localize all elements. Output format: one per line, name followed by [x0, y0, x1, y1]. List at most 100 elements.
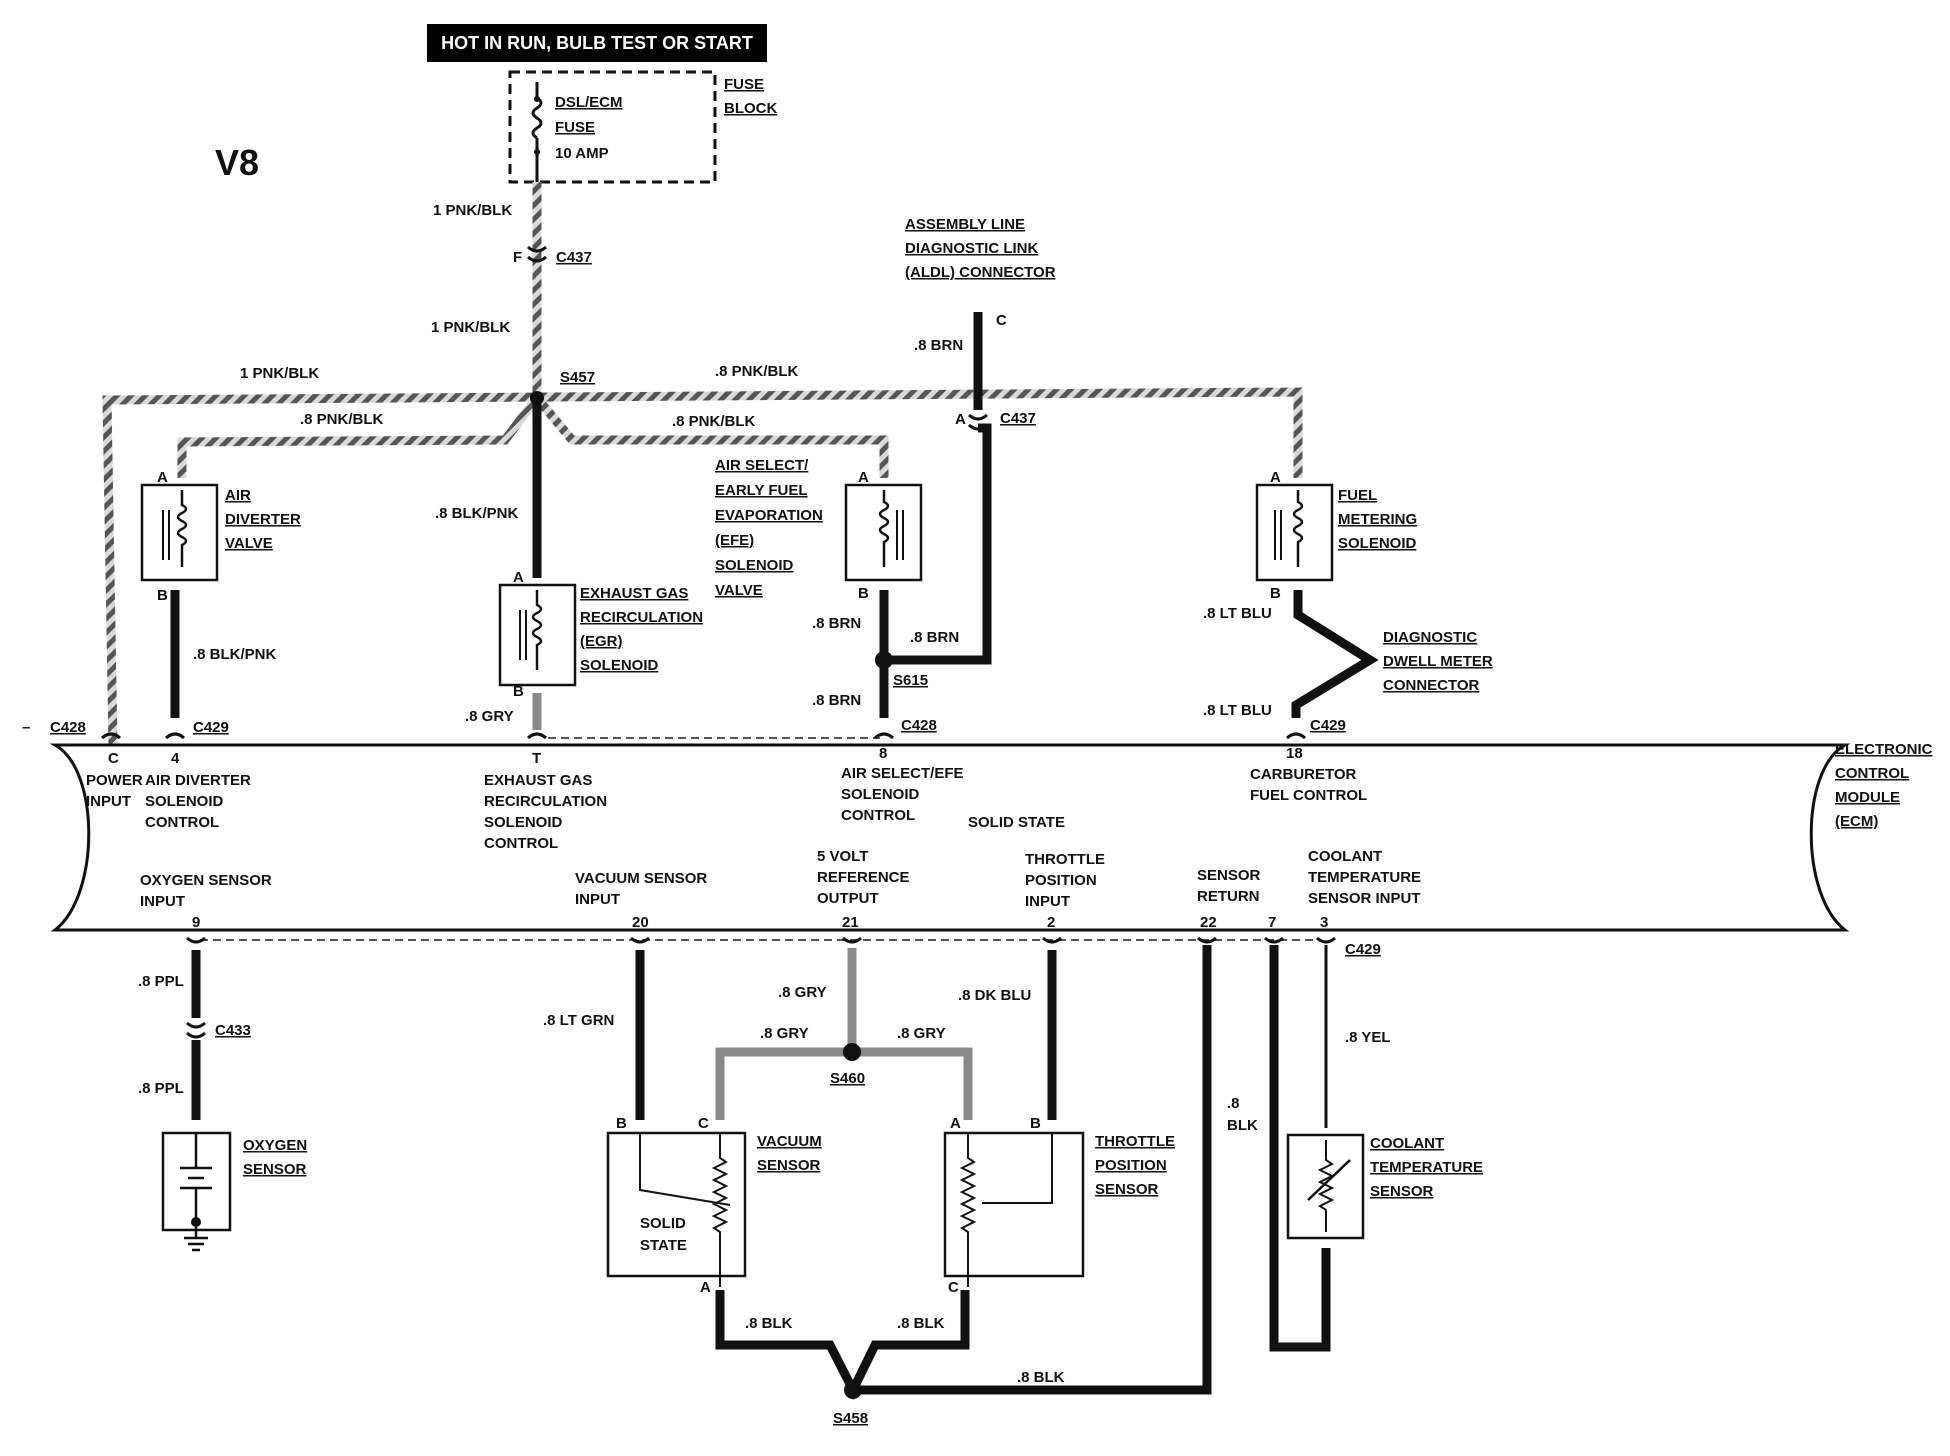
ecm-pin-number: 4 — [171, 750, 180, 767]
fuse-block-label-2: BLOCK — [724, 100, 777, 117]
svg-text:TEMPERATURE: TEMPERATURE — [1308, 869, 1421, 886]
coolant-temperature-sensor — [1286, 1133, 1365, 1240]
wire-label: 1 PNK/BLK — [240, 365, 319, 382]
pnk-blk-wires — [102, 182, 1303, 746]
throttle-position-sensor — [943, 1131, 1085, 1287]
svg-text:STATE: STATE — [640, 1237, 687, 1254]
wire-label: .8 GRY — [897, 1025, 946, 1042]
svg-text:SENSOR: SENSOR — [1197, 867, 1261, 884]
pin-letter: A — [955, 411, 966, 428]
svg-text:CONNECTOR: CONNECTOR — [1383, 677, 1480, 694]
ecm-title: ELECTRONIC CONTROL MODULE (ECM) — [1835, 741, 1933, 830]
fuse-rating: 10 AMP — [555, 145, 609, 162]
wire-label: .8 PNK/BLK — [300, 411, 384, 428]
svg-text:INPUT: INPUT — [86, 793, 131, 810]
pin-letter: A — [513, 569, 524, 586]
svg-text:TEMPERATURE: TEMPERATURE — [1370, 1159, 1483, 1176]
wire-label: .8 BLK — [745, 1315, 793, 1332]
svg-text:INPUT: INPUT — [575, 891, 620, 908]
svg-text:OUTPUT: OUTPUT — [817, 890, 879, 907]
wire-label: .8 GRY — [465, 708, 514, 725]
pin-letters: F A C A B A B A B A B B C A A B C — [157, 249, 1281, 1296]
ecm-pin-number: 3 — [1320, 914, 1328, 931]
svg-text:OXYGEN SENSOR: OXYGEN SENSOR — [140, 872, 272, 889]
wire-label: .8 BLK/PNK — [193, 646, 277, 663]
svg-text:FUEL CONTROL: FUEL CONTROL — [1250, 787, 1367, 804]
svg-text:CONTROL: CONTROL — [1835, 765, 1909, 782]
fuse-icon — [531, 96, 543, 140]
ecm-solid-state: SOLID STATE — [968, 814, 1065, 831]
svg-text:EXHAUST GAS: EXHAUST GAS — [484, 772, 592, 789]
fuse-name-2: FUSE — [555, 119, 595, 136]
air-diverter-valve — [140, 483, 219, 582]
svg-text:CARBURETOR: CARBURETOR — [1250, 766, 1357, 783]
air-diverter-label: AIR — [225, 487, 251, 504]
svg-text:INPUT: INPUT — [1025, 893, 1070, 910]
svg-text:POSITION: POSITION — [1095, 1157, 1167, 1174]
ecm-pin-number: 22 — [1200, 914, 1217, 931]
ecm-body — [49, 743, 1851, 932]
svg-text:ASSEMBLY LINE: ASSEMBLY LINE — [905, 216, 1025, 233]
svg-text:CONTROL: CONTROL — [145, 814, 219, 831]
wire-label: .8 GRY — [778, 984, 827, 1001]
wire-label: .8 DK BLU — [958, 987, 1031, 1004]
svg-text:VALVE: VALVE — [225, 535, 273, 552]
efe-label: AIR SELECT/ — [715, 457, 809, 474]
ecm-bottom-pins: OXYGEN SENSOR INPUT 9 VACUUM SENSOR INPU… — [140, 848, 1421, 931]
svg-text:SOLENOID: SOLENOID — [145, 793, 224, 810]
egr-label: EXHAUST GAS — [580, 585, 688, 602]
connector-c433: C433 — [215, 1022, 251, 1039]
svg-text:DIAGNOSTIC LINK: DIAGNOSTIC LINK — [905, 240, 1038, 257]
pin-letter: F — [513, 249, 522, 266]
svg-text:SOLENOID: SOLENOID — [715, 557, 794, 574]
wire-label: .8 GRY — [760, 1025, 809, 1042]
svg-text:CONTROL: CONTROL — [484, 835, 558, 852]
pin-letter: B — [1270, 585, 1281, 602]
wire-label: .8 PPL — [138, 1080, 184, 1097]
ecm-pin-number: 8 — [879, 745, 887, 762]
svg-text:THROTTLE: THROTTLE — [1025, 851, 1105, 868]
splice-s460: S460 — [830, 1070, 865, 1087]
wire-label: .8 LT BLU — [1203, 702, 1272, 719]
ground-icon — [184, 1236, 208, 1252]
connector-c428: C428 — [901, 717, 937, 734]
resistor-icon — [959, 1133, 977, 1287]
coil-icon — [176, 490, 188, 567]
svg-text:SENSOR INPUT: SENSOR INPUT — [1308, 890, 1421, 907]
ecm-pin-number: 9 — [192, 914, 200, 931]
svg-text:AIR SELECT/EFE: AIR SELECT/EFE — [841, 765, 964, 782]
pin-letter: C — [948, 1279, 959, 1296]
svg-text:EARLY FUEL: EARLY FUEL — [715, 482, 808, 499]
wire-label: 1 PNK/BLK — [433, 202, 512, 219]
svg-text:INPUT: INPUT — [140, 893, 185, 910]
pin-letter: A — [1270, 469, 1281, 486]
component-labels: AIR DIVERTER VALVE EXHAUST GAS RECIRCULA… — [225, 457, 1493, 1254]
svg-text:REFERENCE: REFERENCE — [817, 869, 910, 886]
wire-label: .8 BRN — [914, 337, 963, 354]
pin-letter: C — [698, 1115, 709, 1132]
coil-icon — [878, 490, 890, 567]
wire-label: .8 BLK — [1017, 1369, 1065, 1386]
engine-label: V8 — [215, 142, 259, 183]
pin-letter: A — [157, 469, 168, 486]
pin-letter: A — [858, 469, 869, 486]
wire-label: .8 BLK — [897, 1315, 945, 1332]
pin-letter: B — [616, 1115, 627, 1132]
svg-text:5 VOLT: 5 VOLT — [817, 848, 868, 865]
ecm-pin-number: 2 — [1047, 914, 1055, 931]
splice-s458: S458 — [833, 1410, 868, 1427]
dash-mark: – — [22, 719, 30, 736]
throttle-sensor-label: THROTTLE — [1095, 1133, 1175, 1150]
wire-label: .8 BRN — [812, 615, 861, 632]
wire-labels: 1 PNK/BLK 1 PNK/BLK 1 PNK/BLK .8 PNK/BLK… — [138, 202, 1391, 1386]
vacuum-sensor — [606, 1131, 747, 1287]
svg-text:VALVE: VALVE — [715, 582, 763, 599]
svg-text:DWELL METER: DWELL METER — [1383, 653, 1493, 670]
svg-text:CONTROL: CONTROL — [841, 807, 915, 824]
splice-dots — [530, 391, 893, 1399]
svg-text:DIVERTER: DIVERTER — [225, 511, 301, 528]
ecm-top-pins: C POWER INPUT 4 AIR DIVERTER SOLENOID CO… — [86, 745, 1367, 852]
svg-text:MODULE: MODULE — [1835, 789, 1900, 806]
svg-text:SOLENOID: SOLENOID — [484, 814, 563, 831]
